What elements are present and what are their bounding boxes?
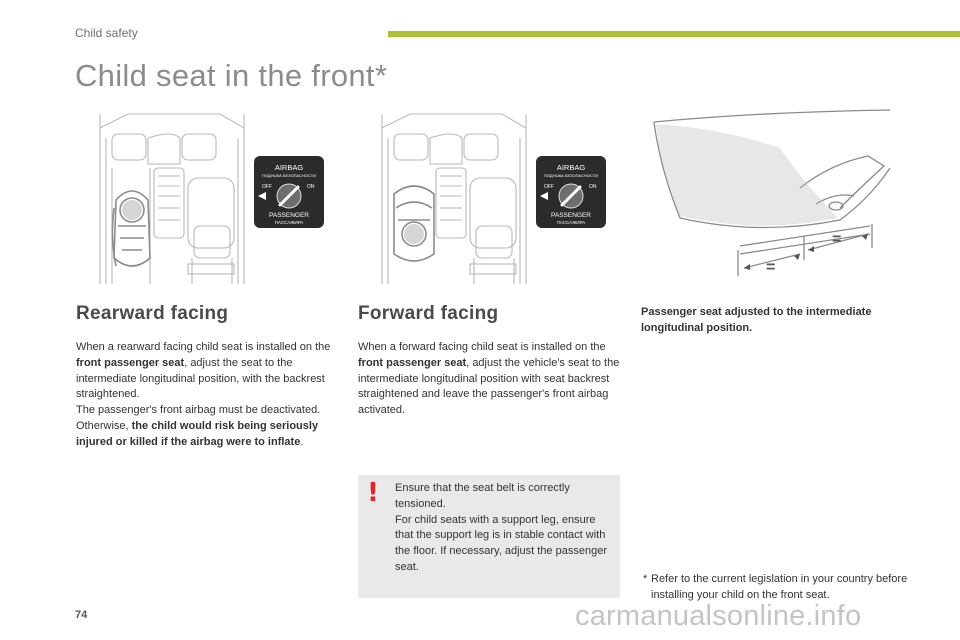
seat-position-caption: Passenger seat adjusted to the intermedi… — [641, 306, 872, 334]
footnote-asterisk: * — [643, 573, 648, 585]
airbag-label-title-ru: ПОДУШКА БЕЗОПАСНОСТИ — [262, 173, 316, 178]
airbag-off-label: OFF — [262, 184, 272, 190]
header-accent-bar — [388, 31, 960, 37]
rearward-facing-heading: Rearward facing — [76, 303, 229, 324]
child-seat-symbol-icon — [540, 192, 548, 200]
airbag-label-title-ru: ПОДУШКА БЕЗОПАСНОСТИ — [544, 173, 598, 178]
forward-facing-text: When a forward facing child seat is inst… — [358, 341, 620, 417]
footnote: * Refer to the current legislation in yo… — [643, 572, 923, 603]
rearward-facing-text: When a rearward facing child seat is ins… — [76, 341, 331, 448]
forward-seat-illustration: AIRBAG ПОДУШКА БЕЗОПАСНОСТИ OFF ON PASSE… — [381, 113, 606, 284]
footnote-text: Refer to the current legislation in your… — [651, 573, 908, 601]
airbag-passenger-label-ru: ПАССАЖИРА — [557, 220, 586, 225]
page-number: 74 — [75, 609, 88, 621]
seat-rail-illustration: = = — [653, 109, 891, 276]
child-seat-symbol-icon — [258, 192, 266, 200]
airbag-on-label: ON — [589, 184, 597, 190]
equal-distance-mark: = — [766, 259, 775, 276]
section-label: Child safety — [75, 26, 138, 40]
watermark: carmanualsonline.info — [575, 600, 862, 632]
warning-exclamation-icon: ! — [367, 478, 379, 508]
airbag-passenger-label: PASSENGER — [269, 212, 309, 219]
airbag-passenger-label: PASSENGER — [551, 212, 591, 219]
airbag-passenger-label-ru: ПАССАЖИРА — [275, 220, 304, 225]
equal-distance-mark: = — [832, 231, 841, 248]
airbag-label-title: AIRBAG — [275, 163, 304, 172]
airbag-on-label: ON — [307, 184, 315, 190]
warning-box — [358, 475, 620, 598]
page-title: Child seat in the front* — [75, 58, 388, 93]
warning-text: Ensure that the seat belt is correctly t… — [395, 482, 607, 573]
forward-facing-heading: Forward facing — [358, 303, 499, 324]
airbag-off-label: OFF — [544, 184, 554, 190]
airbag-label-title: AIRBAG — [557, 163, 586, 172]
rearward-seat-illustration: AIRBAG ПОДУШКА БЕЗОПАСНОСТИ OFF ON PASSE… — [99, 113, 324, 284]
